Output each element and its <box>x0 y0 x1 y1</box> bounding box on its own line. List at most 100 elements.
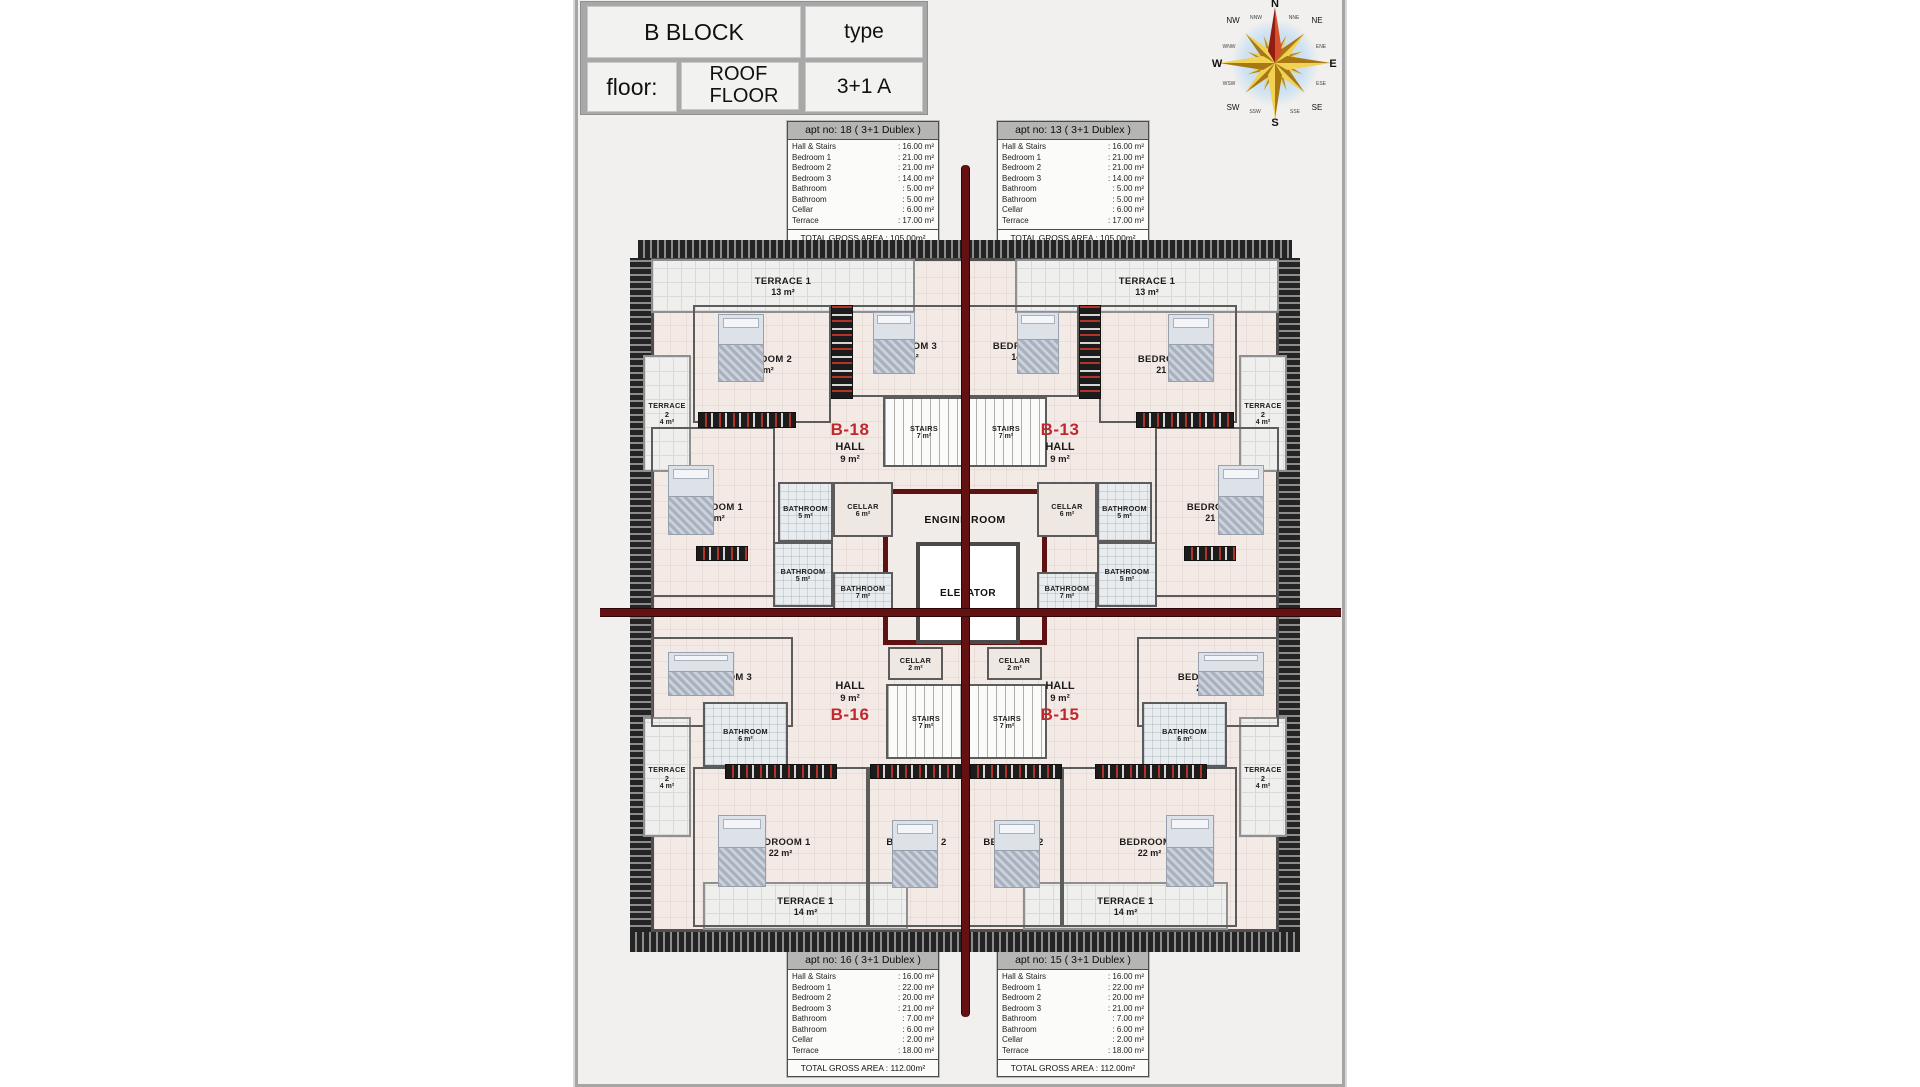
room-area: 5 m² <box>1117 513 1132 520</box>
room-name: Bathroom <box>792 1024 827 1034</box>
apt-info-row: Bedroom 1: 22.00 m² <box>1002 983 1144 994</box>
room-name: Cellar <box>792 205 813 214</box>
room-area: 7 m² <box>1059 593 1075 600</box>
unit-id-label: B-18 <box>830 420 870 439</box>
room-area: 4 m² <box>659 419 675 426</box>
bed-glyph <box>668 652 734 696</box>
wardrobe-glyph <box>1184 546 1236 561</box>
room-name: Bedroom 3 <box>1002 173 1042 183</box>
room-label: BATHROOM <box>1102 504 1147 513</box>
room-label: CELLAR <box>899 655 932 665</box>
hall-name: HALL <box>1045 680 1075 692</box>
apt-info-row: Terrace: 17.00 m² <box>1002 216 1144 227</box>
room-name: Bedroom 2 <box>792 163 832 172</box>
room-name: Terrace <box>1002 1045 1029 1055</box>
compass-wsw: WSW <box>1223 81 1236 87</box>
room-size: : 6.00 m² <box>902 205 934 214</box>
room-label: TERRACE 2 <box>1244 764 1282 783</box>
apt-info-box-15: apt no: 15 ( 3+1 Dublex ) Hall & Stairs:… <box>997 951 1149 1077</box>
apt-info-row: Bathroom: 6.00 m² <box>1002 1025 1144 1036</box>
bed-glyph <box>1017 312 1059 374</box>
unit-id-label: B-13 <box>1040 420 1080 439</box>
apt-info-row: Cellar : 6.00 m² <box>792 205 934 216</box>
compass-sw: SW <box>1227 103 1240 112</box>
apt-info-total: TOTAL GROSS AREA : 105.00m² <box>788 229 938 246</box>
room-label: BATHROOM <box>1162 726 1207 736</box>
room-name: Terrace <box>792 1045 819 1055</box>
apt-info-row: Terrace : 18.00 m² <box>1002 1046 1144 1057</box>
room-area: 6 m² <box>855 510 871 518</box>
apt-info-row: Bathroom : 5.00 m² <box>1002 195 1144 206</box>
bed-glyph <box>1198 652 1264 696</box>
room-area: 4 m² <box>659 782 675 790</box>
room-size: : 17.00 m² <box>897 215 934 225</box>
hall-area: 9 m² <box>1050 693 1070 704</box>
type-label: type <box>805 6 923 58</box>
apt-info-row: Bedroom 2: 21.00 m² <box>1002 163 1144 174</box>
wardrobe-glyph <box>870 764 962 779</box>
room-label: TERRACE 1 <box>754 275 812 287</box>
room-area: 6 m² <box>1059 510 1075 518</box>
room-size: : 6.00 m² <box>1112 205 1144 214</box>
room-area: 7 m² <box>855 593 871 600</box>
room-label: STAIRS <box>991 424 1021 433</box>
room-name: Bedroom 1 <box>1002 152 1042 162</box>
compass-sse: SSE <box>1290 109 1301 115</box>
room-size: : 20.00 m² <box>897 993 934 1002</box>
compass-se: SE <box>1312 103 1323 112</box>
room-name: Bathroom <box>1002 194 1037 204</box>
room-area: 2 m² <box>908 664 923 672</box>
block-name: B BLOCK <box>587 6 801 58</box>
wardrobe-glyph <box>698 412 796 428</box>
apt-info-row: Terrace: 18.00 m² <box>792 1046 934 1057</box>
room-name: Bedroom 3 <box>792 173 832 183</box>
apt-info-row: Bedroom 2: 20.00 m² <box>792 993 934 1004</box>
room-label: TERRACE 2 <box>648 401 686 419</box>
apt-info-row: Hall & Stairs: 16.00 m² <box>1002 142 1144 153</box>
room-size: : 7.00 m² <box>1112 1014 1144 1023</box>
room-size: : 6.00 m² <box>902 1024 934 1034</box>
apt-info-row: Bedroom 3: 14.00 m² <box>1002 174 1144 185</box>
room-size: : 18.00 m² <box>1107 1045 1144 1055</box>
room-name: Cellar <box>1002 205 1023 214</box>
room-size: : 21.00 m² <box>1107 152 1144 162</box>
room-label: STAIRS <box>909 424 939 433</box>
bed-glyph <box>1168 314 1214 382</box>
room-size: : 21.00 m² <box>1107 163 1144 172</box>
room-size: : 16.00 m² <box>897 972 934 981</box>
room-area: 22 m² <box>1137 847 1162 858</box>
room-label: BATHROOM <box>1104 566 1150 576</box>
room-area: 4 m² <box>1255 782 1271 790</box>
apt-info-row: Bedroom 1 : 21.00 m² <box>1002 153 1144 164</box>
room-size: : 21.00 m² <box>897 163 934 172</box>
room-name: Bathroom <box>1002 1014 1037 1023</box>
room-size: : 2.00 m² <box>902 1035 934 1044</box>
apt-info-total: TOTAL GROSS AREA : 112.00m² <box>788 1059 938 1076</box>
apt-info-box-13: apt no: 13 ( 3+1 Dublex ) Hall & Stairs:… <box>997 121 1149 247</box>
room-size: : 5.00 m² <box>1112 194 1144 204</box>
room-label: BATHROOM <box>1044 584 1090 593</box>
apt-info-box-16: apt no: 16 ( 3+1 Dublex ) Hall & Stairs:… <box>787 951 939 1077</box>
compass-n: N <box>1271 0 1279 10</box>
room-area: 14 m² <box>1113 906 1138 917</box>
room-name: Bedroom 1 <box>1002 982 1042 992</box>
unit-id-label: B-16 <box>830 705 870 724</box>
room-name: Hall & Stairs <box>1002 972 1047 981</box>
room-size: : 21.00 m² <box>897 152 934 162</box>
apt-info-row: Hall & Stairs: 16.00 m² <box>1002 972 1144 983</box>
room-label: CELLAR <box>998 655 1031 665</box>
